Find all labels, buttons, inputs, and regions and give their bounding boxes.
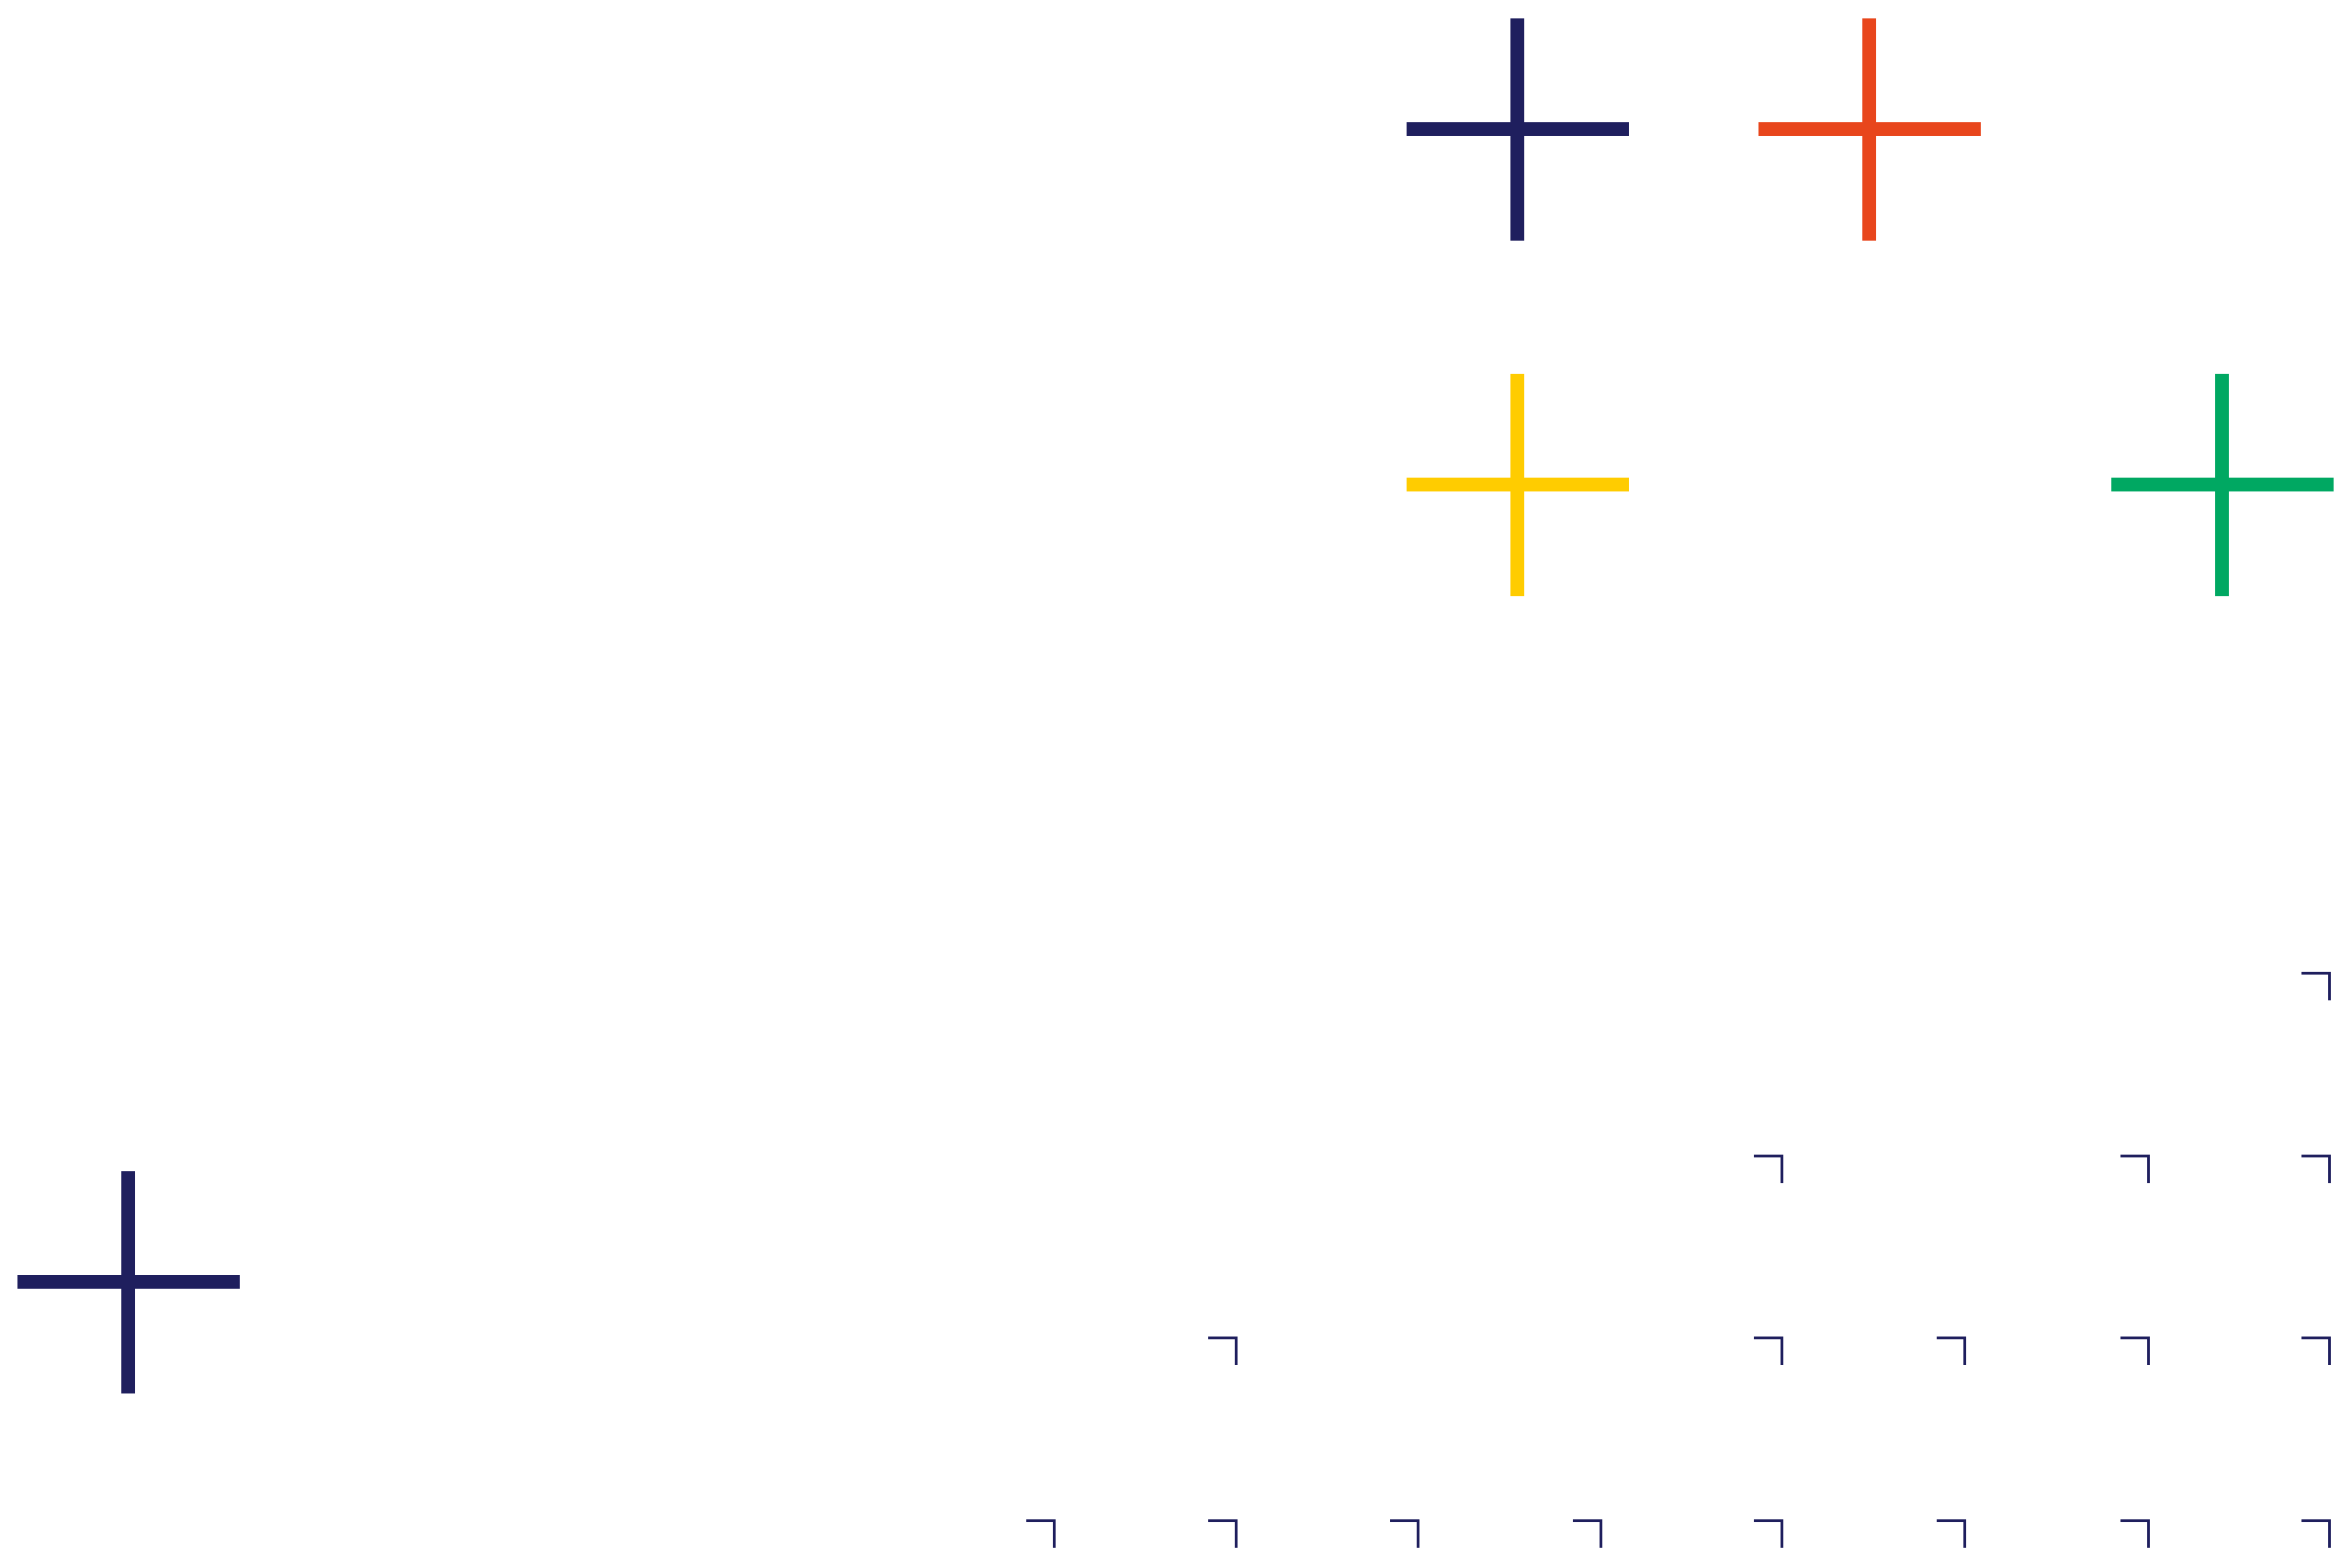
- plus-navy-top-icon: [1407, 18, 1629, 241]
- plus-yellow-middle-icon: [1407, 374, 1629, 596]
- corner-mark-icon: [2120, 1519, 2150, 1548]
- corner-mark-icon: [1937, 1337, 1966, 1365]
- corner-mark-icon: [2120, 1155, 2150, 1183]
- corner-mark-icon: [2301, 1519, 2331, 1548]
- corner-mark-icon: [2301, 1337, 2331, 1365]
- corner-mark-icon: [1754, 1155, 1783, 1183]
- corner-mark-icon: [1390, 1519, 1419, 1548]
- plus-bar: [1510, 18, 1524, 241]
- corner-mark-icon: [1573, 1519, 1602, 1548]
- plus-bar: [2215, 374, 2229, 596]
- plus-green-middle-icon: [2111, 374, 2334, 596]
- plus-bar: [121, 1171, 135, 1393]
- corner-mark-icon: [1208, 1519, 1238, 1548]
- corner-mark-icon: [1026, 1519, 1056, 1548]
- corner-mark-icon: [2301, 972, 2331, 1000]
- corner-mark-icon: [1208, 1337, 1238, 1365]
- corner-mark-icon: [1754, 1519, 1783, 1548]
- plus-orange-top-icon: [1758, 18, 1981, 241]
- corner-mark-icon: [2120, 1337, 2150, 1365]
- plus-bar: [1862, 18, 1876, 241]
- corner-mark-icon: [1754, 1337, 1783, 1365]
- plus-bar: [1510, 374, 1524, 596]
- corner-mark-icon: [1937, 1519, 1966, 1548]
- plus-navy-bottom-left-icon: [17, 1171, 240, 1393]
- corner-mark-icon: [2301, 1155, 2331, 1183]
